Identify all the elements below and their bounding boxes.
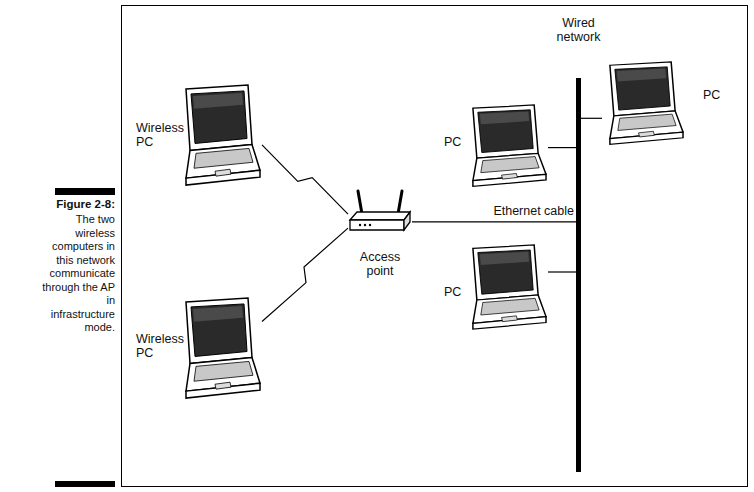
figure-number: Figure 2-8: — [20, 198, 115, 211]
cable-label: Ethernet cable — [493, 204, 574, 218]
access-point-node: Access point — [348, 190, 412, 246]
ethernet-cable — [548, 271, 576, 272]
ethernet-cable — [412, 221, 576, 222]
device-label: PC — [703, 88, 727, 102]
laptop-node: PC — [465, 245, 548, 335]
caption-rule — [55, 481, 115, 487]
caption-rule — [55, 188, 115, 195]
access-point-illustration — [348, 190, 412, 246]
laptop-node: Wireless PC — [178, 298, 262, 405]
laptop-node: Wireless PC — [178, 85, 262, 192]
device-label: Access point — [354, 250, 406, 278]
network-label: Wired network — [548, 16, 609, 44]
wireless-link — [262, 145, 348, 214]
laptop-node: PC — [465, 105, 548, 192]
laptop-illustration — [178, 85, 262, 192]
ethernet-cable — [548, 147, 576, 148]
device-label: PC — [444, 285, 464, 299]
frame-border — [122, 6, 748, 487]
laptop-illustration — [465, 245, 548, 335]
ethernet-cable — [581, 118, 602, 119]
laptop-illustration — [465, 105, 548, 192]
figure-caption: The two wireless computers in this netwo… — [40, 213, 115, 335]
laptop-illustration — [602, 62, 685, 150]
device-label: PC — [444, 135, 464, 149]
device-label: Wireless PC — [136, 332, 180, 360]
device-label: Wireless PC — [136, 121, 180, 149]
laptop-illustration — [178, 298, 262, 405]
wired-network-bus: Wired network — [576, 78, 581, 472]
wireless-link — [262, 228, 348, 321]
laptop-node: PC — [602, 62, 685, 150]
